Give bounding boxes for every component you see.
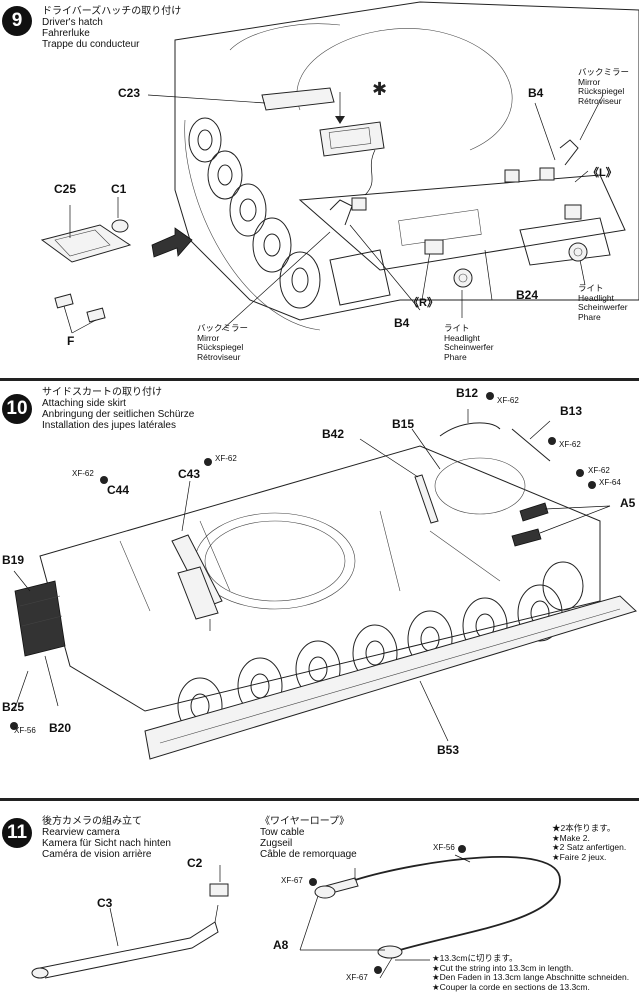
part-label-c23: C23	[118, 86, 141, 100]
paint-label-c44: XF-62	[72, 469, 94, 478]
part-label-b15: B15	[392, 417, 415, 431]
part-label-b4-bottom: B4	[394, 316, 410, 330]
part-label-c1: C1	[111, 182, 127, 196]
title-fr: Caméra de vision arrière	[42, 849, 152, 860]
part-label-b12: B12	[456, 386, 479, 400]
paint-label-b12: XF-62	[497, 396, 519, 405]
step-number-badge: 10	[2, 394, 32, 424]
part-label-b42: B42	[322, 427, 345, 441]
step-9-section: ✱ 9 ドライバーズハッチの取り付け Driver's hatch Fahrer…	[0, 0, 639, 380]
tow-cable-title: 《ワイヤーロープ》 Tow cable Zugseil Câble de rem…	[260, 816, 357, 860]
title-jp: サイドスカートの取り付け	[42, 387, 162, 398]
part-label-c2: C2	[187, 856, 203, 870]
title-en: Driver's hatch	[42, 17, 103, 28]
section-divider	[0, 378, 639, 381]
part-label-b4-top: B4	[528, 86, 544, 100]
step-11-section: 11 後方カメラの組み立て Rearview camera Kamera für…	[0, 800, 639, 996]
make-two-note: ★2本作ります。★Make 2. ★2 Satz anfertigen.★Fai…	[552, 823, 627, 862]
paint-label-c43: XF-62	[215, 454, 237, 463]
step-number-badge: 9	[2, 6, 32, 36]
side-label-l: 《L》	[588, 167, 617, 179]
section-divider	[0, 798, 639, 801]
part-label-b20: B20	[49, 721, 72, 735]
title-jp: ドライバーズハッチの取り付け	[42, 6, 182, 17]
title-de: Kamera für Sicht nach hinten	[42, 838, 171, 849]
step-11-illustration	[31, 845, 561, 979]
part-label-c25: C25	[54, 182, 77, 196]
paint-label-cable: XF-56	[433, 843, 455, 852]
svg-text:✱: ✱	[372, 79, 387, 100]
title-fr: Trappe du conducteur	[42, 39, 140, 50]
paint-label-b25: XF-56	[14, 726, 36, 735]
title-jp: 後方カメラの組み立て	[42, 816, 142, 827]
cut-length-note: ★13.3cmに切ります。★Cut the string into 13.3cm…	[432, 953, 630, 992]
title-de: Anbringung der seitlichen Schürze	[42, 409, 195, 420]
part-label-b19: B19	[2, 553, 25, 567]
part-label-b25: B25	[2, 700, 25, 714]
part-label-f: F	[67, 334, 75, 348]
step-title: サイドスカートの取り付け Attaching side skirt Anbrin…	[42, 387, 194, 431]
part-label-b13: B13	[560, 404, 583, 418]
title-de: Fahrerluke	[42, 28, 90, 39]
paint-label-a8-bottom: XF-67	[346, 973, 368, 982]
paint-label-a8-top: XF-67	[281, 876, 303, 885]
paint-label-a5-1: XF-62	[588, 466, 610, 475]
step-title: ドライバーズハッチの取り付け Driver's hatch Fahrerluke…	[42, 6, 181, 50]
paint-label-a5-2: XF-64	[599, 478, 621, 487]
part-label-c3: C3	[97, 896, 113, 910]
step-10-section: 10 サイドスカートの取り付け Attaching side skirt Anb…	[0, 381, 639, 791]
part-label-a5: A5	[620, 496, 636, 510]
part-label-c44: C44	[107, 483, 130, 497]
step-title: 後方カメラの組み立て Rearview camera Kamera für Si…	[42, 816, 171, 860]
part-label-a8: A8	[273, 938, 289, 952]
title-en: Rearview camera	[42, 827, 120, 838]
step-10-illustration	[10, 392, 637, 760]
paint-label-b13: XF-62	[559, 440, 581, 449]
part-label-b24: B24	[516, 288, 539, 302]
part-label-c43: C43	[178, 467, 201, 481]
side-label-r: 《R》	[408, 297, 438, 309]
title-fr: Installation des jupes latérales	[42, 420, 176, 431]
part-label-b53: B53	[437, 743, 460, 757]
title-en: Attaching side skirt	[42, 398, 126, 409]
step-9-illustration: ✱	[40, 1, 639, 334]
step-number-badge: 11	[2, 818, 32, 848]
